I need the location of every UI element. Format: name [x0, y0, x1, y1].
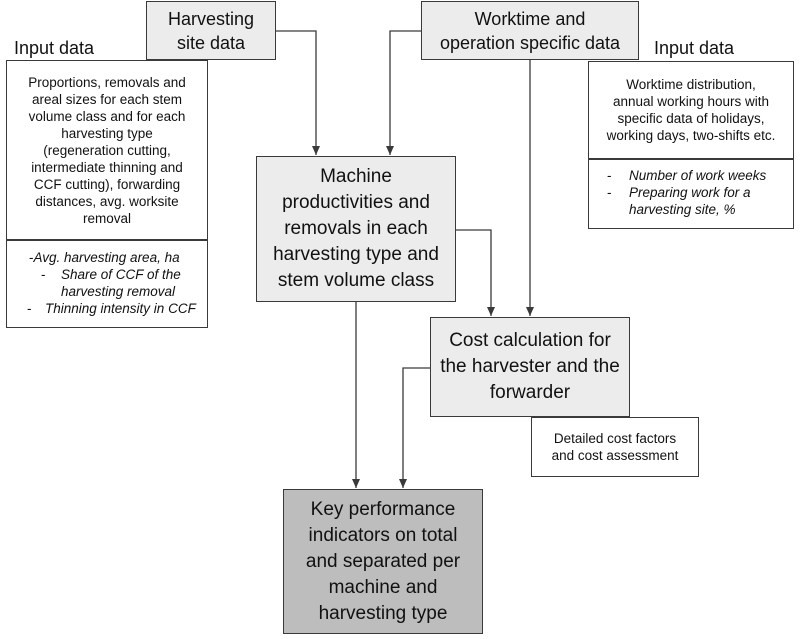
left-input-line: volume class and for each — [28, 108, 186, 124]
left-input-line: harvesting type — [61, 125, 153, 141]
right-input-box: Worktime distribution, annual working ho… — [588, 61, 794, 159]
right-input-line: working days, two-shifts etc. — [606, 128, 776, 143]
cost-calc-line: forwarder — [489, 382, 571, 403]
right-input-line: specific data of holidays, — [617, 111, 765, 126]
left-input-line: Proportions, removals and — [28, 74, 186, 90]
left-param-item: - Avg. harvesting area, ha — [29, 250, 180, 265]
left-input-line: removal — [82, 210, 131, 226]
machine-line: productivities and — [282, 192, 430, 213]
left-input-line: distances, avg. worksite — [35, 193, 179, 209]
machine-line: stem volume class — [277, 270, 435, 291]
left-input-line: intermediate thinning and — [31, 159, 183, 175]
left-input-line: (regeneration cutting, — [43, 142, 171, 158]
machine-productivities-box: Machine productivities and removals in e… — [256, 156, 456, 302]
right-param-item: - Preparing work for a — [607, 185, 751, 200]
cost-factors-line: and cost assessment — [551, 448, 679, 463]
left-param-item: harvesting removal — [61, 284, 176, 299]
arrow-machine-to-cost — [456, 229, 495, 316]
right-parameters-box: - Number of work weeks - Preparing work … — [588, 159, 794, 229]
cost-calc-line: Cost calculation for — [449, 330, 611, 351]
arrow-harvesting-to-machine — [276, 30, 320, 155]
kpi-box: Key performance indicators on total and … — [283, 489, 483, 634]
cost-calc-line: the harvester and the — [440, 356, 620, 377]
harvesting-site-line-2: site data — [176, 32, 246, 53]
left-parameters-box: - Avg. harvesting area, ha - Share of CC… — [6, 240, 208, 328]
worktime-line-2: operation specific data — [439, 32, 621, 53]
right-input-line: Worktime distribution, — [626, 77, 756, 92]
cost-factors-box: Detailed cost factors and cost assessmen… — [531, 417, 699, 477]
machine-line: removals in each — [284, 218, 428, 239]
harvesting-site-data-box: Harvesting site data — [146, 1, 276, 60]
kpi-line: machine and — [328, 576, 438, 598]
left-param-item: - Thinning intensity in CCF — [27, 301, 196, 316]
kpi-line: Key performance — [310, 498, 456, 520]
cost-calculation-box: Cost calculation for the harvester and t… — [430, 317, 630, 417]
arrow-cost-to-kpi — [399, 367, 430, 488]
left-param-item: - Share of CCF of the — [41, 267, 181, 282]
worktime-line-1: Worktime and — [474, 8, 586, 29]
machine-line: harvesting type and — [273, 244, 439, 265]
right-input-line: annual working hours with — [612, 94, 770, 109]
machine-line: Machine — [320, 166, 392, 187]
harvesting-site-line-1: Harvesting — [167, 8, 255, 29]
arrow-worktime-to-machine — [386, 30, 421, 155]
kpi-line: indicators on total — [308, 524, 458, 546]
left-input-line: CCF cutting), forwarding — [33, 176, 181, 192]
input-data-label-right: Input data — [654, 38, 735, 58]
right-param-item: harvesting site, % — [629, 202, 736, 217]
right-param-item: - Number of work weeks — [607, 168, 767, 183]
worktime-data-box: Worktime and operation specific data — [421, 1, 639, 60]
input-data-label-left: Input data — [14, 38, 95, 58]
left-input-box: Proportions, removals and areal sizes fo… — [6, 60, 208, 240]
kpi-line: harvesting type — [318, 602, 448, 624]
kpi-line: and separated per — [305, 550, 461, 572]
cost-factors-line: Detailed cost factors — [553, 431, 677, 446]
left-input-line: areal sizes for each stem — [31, 91, 183, 107]
